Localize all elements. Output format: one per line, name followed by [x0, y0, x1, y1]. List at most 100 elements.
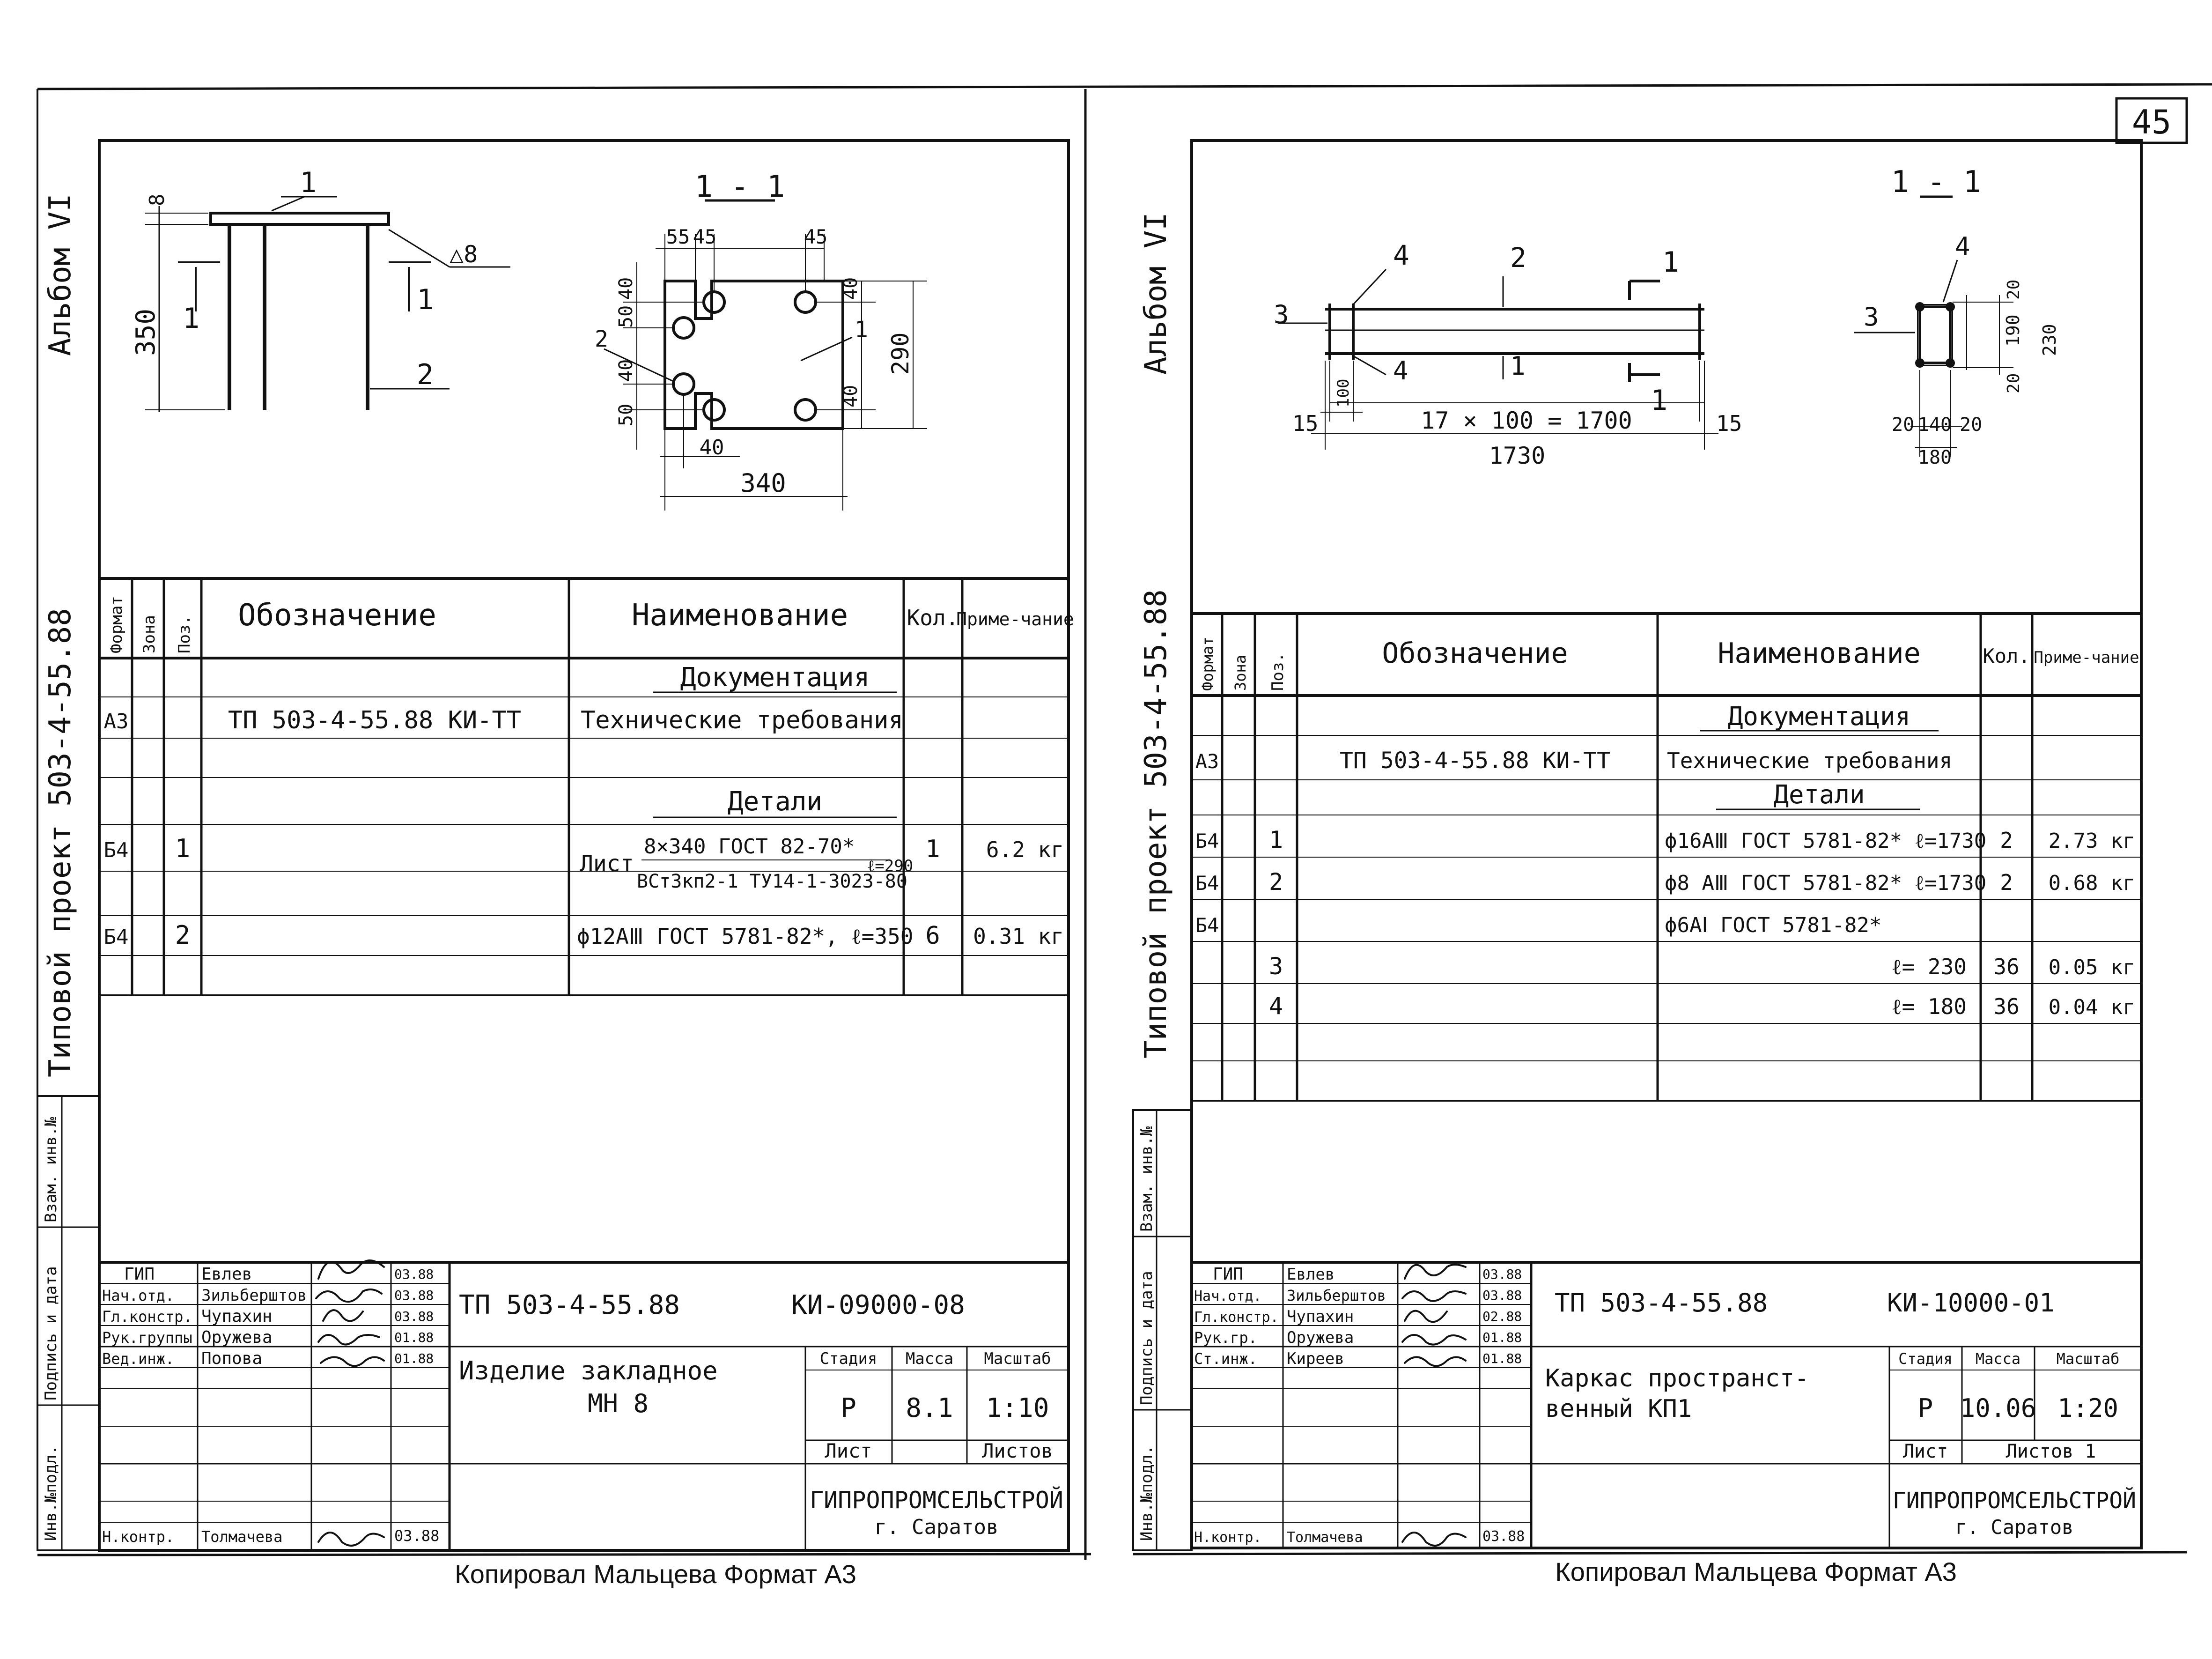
left-scale: 1:10 [986, 1393, 1049, 1423]
right-hdr-name: Наименование [1718, 637, 1920, 670]
right-section-mark-top: 1 [1662, 246, 1679, 279]
left-date-3: 01.88 [394, 1330, 434, 1345]
right-hdr-qty: Кол. [1983, 644, 2030, 667]
left-pos1-label: 1 [300, 166, 317, 199]
signature-r2 [1404, 1310, 1448, 1323]
right-date-0: 03.88 [1482, 1266, 1522, 1282]
signature-r8 [1401, 1532, 1467, 1547]
right-row3-format: Б4 [1195, 914, 1219, 937]
right-doc-designation: ТП 503-4-55.88 КИ-ТТ [1340, 748, 1610, 774]
embedded-part-section-view [604, 199, 927, 511]
left-dim-340: 340 [740, 468, 786, 498]
left-dim-left-50a: 50 [615, 305, 637, 328]
right-title-block-grid [1192, 1261, 2141, 1548]
right-title-line2: венный КП1 [1545, 1395, 1692, 1423]
left-row2-note: 0.31 кг [973, 924, 1064, 949]
left-section-mark-a: 1 [183, 302, 199, 335]
right-dim-100: 100 [1334, 379, 1353, 407]
left-date-0: 03.88 [394, 1266, 434, 1282]
right-row5-name: ℓ= 180 [1891, 994, 1967, 1019]
left-dim-350: 350 [131, 309, 161, 356]
signature-1 [315, 1289, 383, 1303]
right-row1-qty: 2 [2000, 828, 2013, 853]
right-doc-format: А3 [1195, 750, 1219, 773]
right-row2-format: Б4 [1195, 872, 1219, 895]
left-mass: 8.1 [906, 1393, 953, 1423]
right-role-2: Гл.констр. [1194, 1309, 1279, 1326]
right-dim-20-right: 20 [1960, 414, 1982, 436]
right-section-mark-bottom: 1 [1651, 384, 1667, 417]
right-scale-label: Масштаб [2057, 1350, 2120, 1368]
left-name-0: Евлев [201, 1265, 252, 1284]
right-role-1: Нач.отд. [1194, 1288, 1262, 1304]
right-title-line1: Каркас пространст- [1545, 1364, 1809, 1392]
left-role-3: Рук.группы [102, 1329, 192, 1347]
signature-r1 [1401, 1290, 1467, 1302]
right-sec-pos4: 4 [1955, 232, 1970, 261]
stamp-inv-podl-right: Инв.№подл. [1137, 1445, 1156, 1541]
right-mass-label: Масса [1976, 1350, 2020, 1368]
right-spec-rows: Б4 1 ϕ16АⅢ ГОСТ 5781-82* ℓ=1730 2 2.73 к… [1195, 826, 2135, 1020]
right-names: Евлев Зильберштов Чупахин Оружева Киреев… [1287, 1265, 1386, 1546]
left-date-2: 03.88 [394, 1309, 434, 1324]
right-name-4: Киреев [1287, 1349, 1344, 1368]
bottom-note-right: Копировал Мальцева Формат А3 [1555, 1557, 1957, 1586]
left-dim-left-50b: 50 [615, 404, 637, 426]
album-label-right: Альбом VI [1139, 212, 1173, 375]
left-name-4: Попова [201, 1349, 262, 1368]
stamp-vzam-left: Взам. инв.№ [42, 1117, 60, 1222]
left-weld-label: △8 [450, 241, 478, 268]
left-sheet-label: Лист [825, 1439, 872, 1462]
right-role-4: Ст.инж. [1194, 1350, 1257, 1368]
left-hdr-zone: Зона [140, 615, 159, 653]
left-mass-label: Масса [906, 1349, 953, 1368]
right-sheets-label: Листов 1 [2006, 1441, 2096, 1462]
left-row1-format: Б4 [104, 838, 129, 862]
left-sec-label-2: 2 [595, 326, 608, 352]
left-role-1: Нач.отд. [102, 1287, 174, 1304]
right-row2-name: ϕ8 АⅢ ГОСТ 5781-82* ℓ=1730 [1665, 871, 1986, 895]
right-dim-chain: 17 × 100 = 1700 [1421, 407, 1632, 434]
left-dim-top-45a: 45 [693, 225, 717, 248]
left-dim-left-40a: 40 [615, 277, 637, 300]
right-role-0: ГИП [1213, 1265, 1243, 1284]
left-section-title: 1 - 1 [695, 170, 785, 204]
signature-4 [320, 1356, 385, 1367]
left-dim-290: 290 [887, 333, 914, 375]
left-name-8: Толмачева [201, 1528, 282, 1546]
right-hdr-note: Приме-чание [2034, 648, 2139, 667]
right-pos4-bottom: 4 [1393, 356, 1408, 385]
left-dim-right-40b: 40 [840, 385, 862, 407]
left-row1-line1: 8×340 ГОСТ 82-70* [644, 835, 855, 859]
left-dim-top-45b: 45 [804, 225, 828, 248]
left-sec-parts: Детали [728, 786, 822, 817]
right-name-1: Зильберштов [1287, 1287, 1386, 1304]
left-dim-right-40a: 40 [840, 277, 862, 300]
right-dates: 03.88 03.88 02.88 01.88 01.88 03.88 [1482, 1266, 1525, 1545]
right-row5-qty: 36 [1993, 994, 2019, 1019]
right-sheet-label: Лист [1903, 1441, 1948, 1462]
right-row2-note: 0.68 кг [2049, 871, 2135, 895]
left-title-block-grid [99, 1261, 1069, 1550]
signature-8 [317, 1532, 385, 1547]
cage-section-view [1854, 195, 2013, 457]
left-row1-note: 6.2 кг [986, 837, 1064, 862]
right-doc-code: ТП 503-4-55.88 [1555, 1288, 1768, 1318]
right-stage: Р [1918, 1393, 1933, 1423]
left-role-4: Вед.инж. [102, 1350, 174, 1368]
album-label-left: Альбом VI [43, 193, 78, 356]
left-dim-8: 8 [145, 194, 169, 207]
right-row4-name: ℓ= 230 [1891, 954, 1967, 979]
right-role-3: Рук.гр. [1194, 1329, 1257, 1347]
left-signatures [315, 1259, 385, 1547]
stamp-podpis-right: Подпись и дата [1137, 1271, 1156, 1405]
left-section-mark-b: 1 [417, 283, 434, 316]
stamp-vzam-right: Взам. инв.№ [1137, 1126, 1156, 1232]
right-org: ГИПРОПРОМСЕЛЬСТРОЙ [1893, 1487, 2136, 1514]
left-scale-label: Масштаб [984, 1349, 1051, 1368]
left-row2-qty: 6 [925, 922, 940, 950]
left-row1-extra: ℓ=290 [867, 857, 913, 875]
left-doc-format: А3 [104, 710, 129, 733]
right-roles: ГИП Нач.отд. Гл.констр. Рук.гр. Ст.инж. … [1194, 1265, 1279, 1546]
